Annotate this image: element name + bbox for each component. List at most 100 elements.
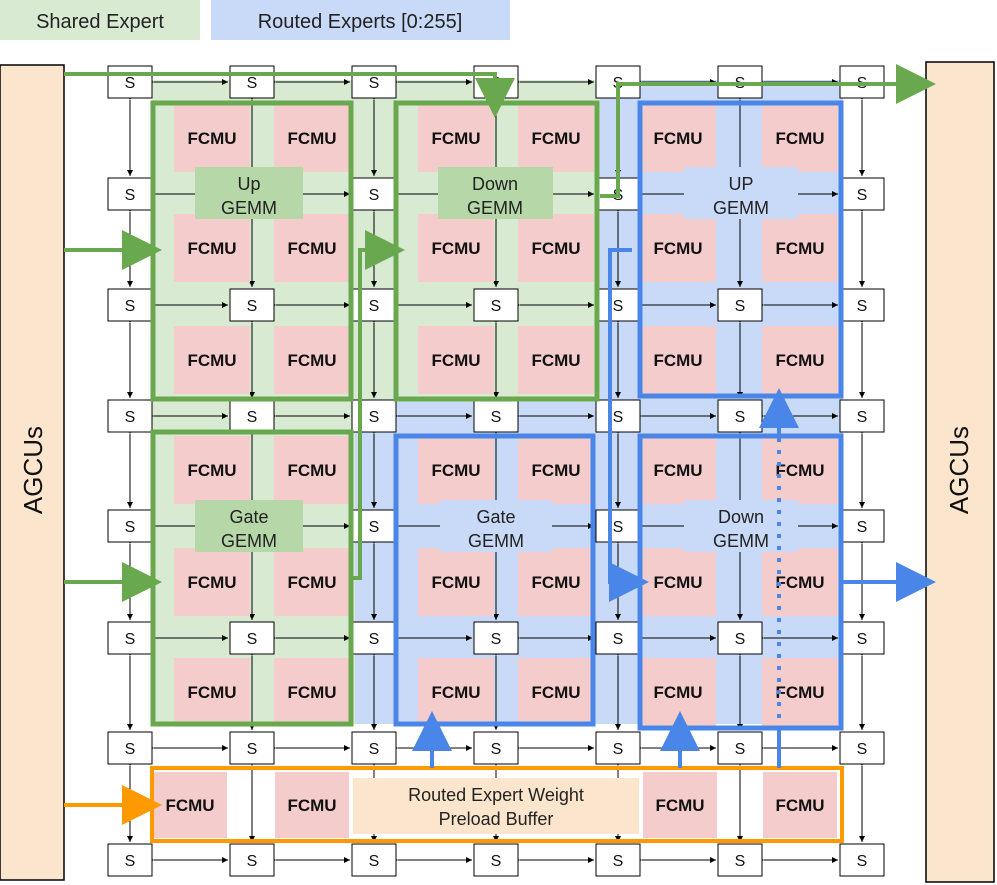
fcmu-label: FCMU bbox=[287, 573, 336, 592]
fcmu-box bbox=[762, 436, 838, 504]
switch-label: S bbox=[247, 298, 258, 315]
switch-box bbox=[229, 843, 275, 877]
fcmu: FCMU bbox=[518, 436, 594, 504]
shared-up-label-line2: GEMM bbox=[221, 198, 277, 218]
switch-label: S bbox=[491, 741, 502, 758]
switch: S bbox=[839, 509, 885, 543]
fcmu-label: FCMU bbox=[431, 129, 480, 148]
switch-box bbox=[595, 399, 641, 433]
fcmu-label: FCMU bbox=[775, 239, 824, 258]
up-to-down-arrow bbox=[608, 248, 649, 602]
fcmu: FCMU bbox=[274, 436, 350, 504]
fcmu: FCMU bbox=[640, 658, 716, 726]
switch-label: S bbox=[613, 298, 624, 315]
switch: S bbox=[351, 731, 397, 765]
fcmu: FCMU bbox=[418, 436, 494, 504]
fcmu: FCMU bbox=[274, 326, 350, 394]
switch-box bbox=[351, 843, 397, 877]
switch-label: S bbox=[857, 741, 868, 758]
fcmu-box bbox=[174, 214, 250, 282]
switch-box bbox=[717, 843, 763, 877]
fcmu-label: FCMU bbox=[287, 796, 336, 815]
fcmu-label: FCMU bbox=[287, 239, 336, 258]
fcmu: FCMU bbox=[762, 658, 838, 726]
switch-box bbox=[717, 621, 763, 655]
switch-label: S bbox=[247, 853, 258, 870]
switch: S bbox=[717, 399, 763, 433]
routed-gate-label-line2: GEMM bbox=[468, 531, 524, 551]
switch-box bbox=[473, 288, 519, 322]
fcmu-box bbox=[418, 548, 494, 616]
switch-label: S bbox=[857, 853, 868, 870]
switch-box bbox=[229, 288, 275, 322]
down-gemm-to-agcu-arrow bbox=[600, 64, 936, 198]
fcmu-grid: FCMU FCMU FCMU FCMU FCMU FCMU FCMU FCMU FCMU FCMU… bbox=[153, 104, 838, 838]
switch: S bbox=[595, 288, 641, 322]
fcmu: FCMU bbox=[640, 104, 716, 172]
agcu-left bbox=[0, 64, 65, 881]
switch-box bbox=[229, 731, 275, 765]
preload-fcmu: FCMU bbox=[153, 772, 227, 838]
agcu-left-label: AGCUs bbox=[18, 426, 48, 514]
fcmu: FCMU bbox=[174, 104, 250, 172]
routed-dataflow bbox=[412, 248, 936, 768]
switch-label: S bbox=[613, 519, 624, 536]
fcmu-label: FCMU bbox=[775, 351, 824, 370]
fcmu-box bbox=[418, 326, 494, 394]
routed-up-label-bg bbox=[684, 167, 798, 219]
fcmu: FCMU bbox=[418, 214, 494, 282]
fcmu-box bbox=[518, 214, 594, 282]
switch-label: S bbox=[369, 853, 380, 870]
fcmu-box bbox=[274, 548, 350, 616]
switch: S bbox=[839, 621, 885, 655]
switch: S bbox=[839, 288, 885, 322]
fcmu: FCMU bbox=[174, 214, 250, 282]
fcmu-label: FCMU bbox=[531, 129, 580, 148]
fcmu-label: FCMU bbox=[431, 461, 480, 480]
fcmu-box bbox=[418, 436, 494, 504]
fcmu-box bbox=[518, 104, 594, 172]
fcmu-box bbox=[518, 326, 594, 394]
switch-label: S bbox=[735, 409, 746, 426]
switch-box bbox=[107, 731, 153, 765]
fcmu-label: FCMU bbox=[655, 796, 704, 815]
fcmu-label: FCMU bbox=[531, 683, 580, 702]
switch: S bbox=[595, 731, 641, 765]
block-labels: Up GEMM Down GEMM UP GEMM Gate GEMM Gate… bbox=[195, 167, 798, 834]
fcmu-box bbox=[174, 104, 250, 172]
fcmu-box bbox=[643, 772, 717, 838]
fcmu-label: FCMU bbox=[775, 461, 824, 480]
switch-box bbox=[839, 399, 885, 433]
fcmu-box bbox=[762, 658, 838, 726]
switch-box bbox=[229, 621, 275, 655]
fcmu: FCMU bbox=[418, 104, 494, 172]
fcmu-label: FCMU bbox=[431, 573, 480, 592]
fcmu-label: FCMU bbox=[431, 683, 480, 702]
fcmu-box bbox=[640, 326, 716, 394]
switch: S bbox=[351, 177, 397, 211]
shared-down-label-line1: Down bbox=[472, 174, 518, 194]
shared-up-label-line1: Up bbox=[237, 174, 260, 194]
switch: S bbox=[107, 621, 153, 655]
routed-gate-label-bg bbox=[440, 500, 552, 552]
fcmu-label: FCMU bbox=[187, 461, 236, 480]
switch: S bbox=[839, 731, 885, 765]
switch: S bbox=[839, 177, 885, 211]
legend-shared-label: Shared Expert bbox=[36, 11, 164, 33]
switch: S bbox=[717, 621, 763, 655]
switch-label: S bbox=[369, 631, 380, 648]
switch-label: S bbox=[857, 519, 868, 536]
switch-box bbox=[473, 399, 519, 433]
legend-shared-swatch bbox=[0, 0, 200, 40]
fcmu-box bbox=[174, 326, 250, 394]
switch-label: S bbox=[735, 853, 746, 870]
switch-label: S bbox=[491, 298, 502, 315]
fcmu-label: FCMU bbox=[431, 239, 480, 258]
switch-label: S bbox=[125, 75, 136, 92]
switch-label: S bbox=[857, 409, 868, 426]
switch-box bbox=[839, 509, 885, 543]
fcmu-label: FCMU bbox=[775, 573, 824, 592]
fcmu-box bbox=[762, 326, 838, 394]
switch: S bbox=[107, 509, 153, 543]
